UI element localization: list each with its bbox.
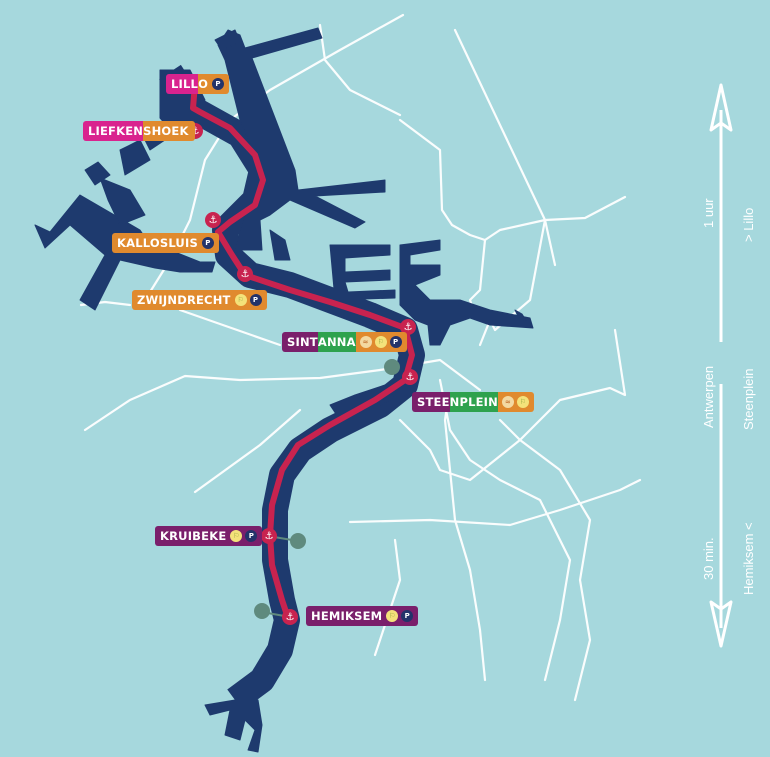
stop-name-segment: SINT xyxy=(282,332,318,352)
direction-steenplein-label: Steenplein xyxy=(741,368,756,430)
stop-label-zwijndrecht[interactable]: ZWIJNDRECHT⚐P xyxy=(132,290,267,310)
stop-label-kruibeke[interactable]: KRUIBEKE⚐P xyxy=(155,526,263,546)
duration-bottom-label: 30 min. xyxy=(701,537,716,580)
bike-icon: ⚐ xyxy=(386,610,399,622)
city-label: Antwerpen xyxy=(701,365,716,428)
boat-icon: ≈ xyxy=(359,336,372,348)
bike-icon: ⚐ xyxy=(374,336,387,348)
duration-top-label: 1 uur xyxy=(701,198,716,228)
stop-name-segment: SHOEK xyxy=(143,121,195,141)
stop-facility-icons: ⚐P xyxy=(230,290,267,310)
stop-label-sint-anna[interactable]: SINT ANNA≈⚐P xyxy=(282,332,407,352)
bike-icon: ⚐ xyxy=(234,294,247,306)
bike-icon: ⚐ xyxy=(516,396,529,408)
boat-icon: ≈ xyxy=(501,396,514,408)
stop-facility-icons: ≈⚐P xyxy=(355,332,407,352)
stop-name-segment: HEMIKSEM xyxy=(306,606,383,626)
anchor-icon[interactable]: ⚓ xyxy=(237,266,253,282)
anchor-icon[interactable]: ⚓ xyxy=(402,369,418,385)
anchor-icon[interactable]: ⚓ xyxy=(261,528,277,544)
stop-name-segment: NPLEIN xyxy=(449,392,498,412)
anchor-icon[interactable]: ⚓ xyxy=(400,319,416,335)
stop-facility-icons: ⚐P xyxy=(226,526,263,546)
stop-name-segment: ZWIJNDRECHT xyxy=(132,290,231,310)
stop-name-segment: LILL xyxy=(166,74,199,94)
anchor-icon[interactable]: ⚓ xyxy=(282,609,298,625)
pedestrian-ferry-markers xyxy=(254,359,400,619)
stop-name-segment: ANNA xyxy=(317,332,356,352)
direction-legend-arrow xyxy=(709,83,733,648)
parking-icon: P xyxy=(249,294,262,306)
direction-lillo-label: > Lillo xyxy=(741,207,756,242)
ferry-route xyxy=(190,81,415,621)
stop-label-hemiksem[interactable]: HEMIKSEM⚐P xyxy=(306,606,419,626)
direction-hemiksem-label: Hemiksem < xyxy=(741,522,756,595)
stop-facility-icons: P xyxy=(208,74,230,94)
stop-name-segment: LIEFKEN xyxy=(83,121,144,141)
stop-facility-icons: ⚐P xyxy=(382,606,419,626)
stop-name-segment: STEE xyxy=(412,392,450,412)
parking-icon: P xyxy=(245,530,258,542)
stop-facility-icons: ≈⚐ xyxy=(497,392,534,412)
stop-name-segment: KALLOSLUIS xyxy=(112,233,198,253)
parking-icon: P xyxy=(212,78,225,90)
bike-icon: ⚐ xyxy=(230,530,243,542)
parking-icon: P xyxy=(401,610,414,622)
anchor-icon[interactable]: ⚓ xyxy=(205,212,221,228)
parking-icon: P xyxy=(389,336,402,348)
stop-name-segment: KRUIBEKE xyxy=(155,526,227,546)
stop-name-segment: O xyxy=(198,74,209,94)
stop-facility-icons: P xyxy=(197,233,219,253)
parking-icon: P xyxy=(201,237,214,249)
